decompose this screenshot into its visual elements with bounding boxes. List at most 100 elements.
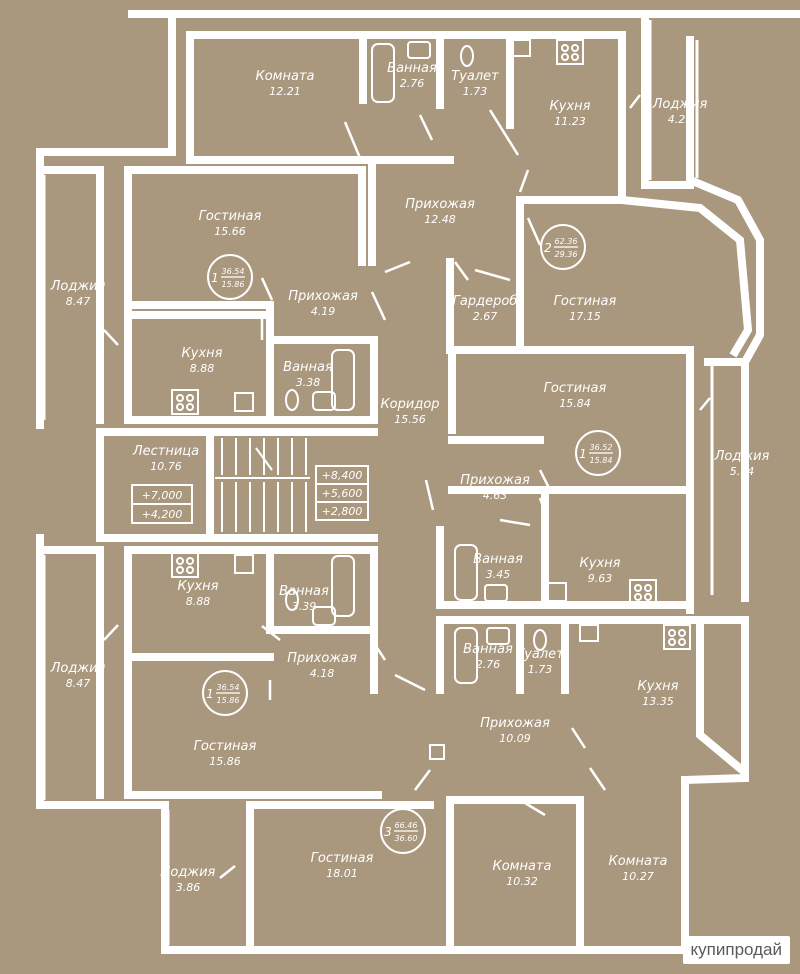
apartment-total-area: 36.54 [217, 683, 240, 692]
room-name: Гостиная [194, 739, 257, 754]
room-name: Лоджия [50, 279, 106, 294]
room-area: 13.35 [642, 695, 674, 708]
elevation-value: +4,200 [142, 508, 183, 521]
room-name: Гардероб [453, 294, 518, 309]
elevation-marks: +7,000 +4,200 +8,400+5,600+2,800 [131, 465, 369, 524]
apartment-living-area: 15.86 [222, 280, 245, 289]
room-area: 17.15 [569, 310, 601, 323]
elevation-elev-right-3: +2,800 [315, 501, 369, 521]
room-name: Комната [609, 854, 668, 869]
room-name: Гостиная [544, 381, 607, 396]
room-name: Лоджия [160, 865, 216, 880]
room-name: Ванная [387, 61, 437, 76]
apartment-rooms: 3 [384, 825, 392, 839]
room-area: 2.76 [400, 77, 425, 90]
watermark-badge: купипродай [682, 936, 790, 964]
apartment-total-area: 36.52 [590, 443, 613, 452]
room-name: Гостиная [554, 294, 617, 309]
room-area: 10.27 [622, 870, 654, 883]
room-name: Комната [493, 859, 552, 874]
room-name: Кухня [580, 556, 621, 571]
room-area: 8.47 [66, 295, 91, 308]
walls [36, 10, 800, 954]
apartment-rooms: 1 [579, 447, 587, 461]
room-area: 2.67 [473, 310, 498, 323]
room-name: Прихожая [287, 651, 357, 666]
elevation-elev-left-1: +7,000 [131, 484, 193, 505]
stair-flights [215, 438, 310, 532]
apartment-rooms: 1 [206, 687, 214, 701]
room-name: Лоджия [714, 449, 770, 464]
room-area: 18.01 [326, 867, 358, 880]
room-area: 4.25 [668, 113, 693, 126]
room-name: Прихожая [460, 473, 530, 488]
room-area: 10.32 [506, 875, 538, 888]
room-name: Прихожая [405, 197, 475, 212]
room-name: Ванная [463, 642, 513, 657]
room-area: 4.63 [483, 489, 508, 502]
room-area: 5.94 [730, 465, 755, 478]
room-name: Прихожая [288, 289, 358, 304]
room-name: Ванная [473, 552, 523, 567]
elevation-elev-right-2: +5,600 [315, 483, 369, 503]
room-name: Гостиная [311, 851, 374, 866]
apartment-living-area: 29.36 [555, 250, 578, 259]
room-area: 8.88 [186, 595, 211, 608]
room-area: 12.48 [424, 213, 456, 226]
room-area: 3.39 [292, 600, 317, 613]
room-area: 10.09 [499, 732, 531, 745]
room-area: 10.76 [150, 460, 182, 473]
elevation-value: +8,400 [322, 469, 363, 482]
room-area: 1.73 [528, 663, 553, 676]
room-name: Лестница [132, 444, 199, 459]
room-area: 4.18 [310, 667, 335, 680]
room-name: Кухня [638, 679, 679, 694]
room-name: Ванная [279, 584, 329, 599]
room-area: 9.63 [588, 572, 613, 585]
room-area: 8.47 [66, 677, 91, 690]
room-area: 4.19 [311, 305, 336, 318]
apartment-total-area: 62.36 [555, 237, 578, 246]
door-swings [103, 94, 711, 879]
room-area: 15.86 [209, 755, 241, 768]
elevation-elev-right-1: +8,400 [315, 465, 369, 485]
apartment-rooms: 2 [544, 241, 552, 255]
room-area: 11.23 [554, 115, 586, 128]
apartment-living-area: 15.84 [590, 456, 613, 465]
room-area: 15.56 [394, 413, 426, 426]
room-area: 12.21 [269, 85, 301, 98]
apartment-living-area: 15.86 [217, 696, 240, 705]
room-area: 1.73 [463, 85, 488, 98]
room-area: 3.86 [176, 881, 201, 894]
apartment-total-area: 36.54 [222, 267, 245, 276]
apartment-living-area: 36.60 [395, 834, 418, 843]
